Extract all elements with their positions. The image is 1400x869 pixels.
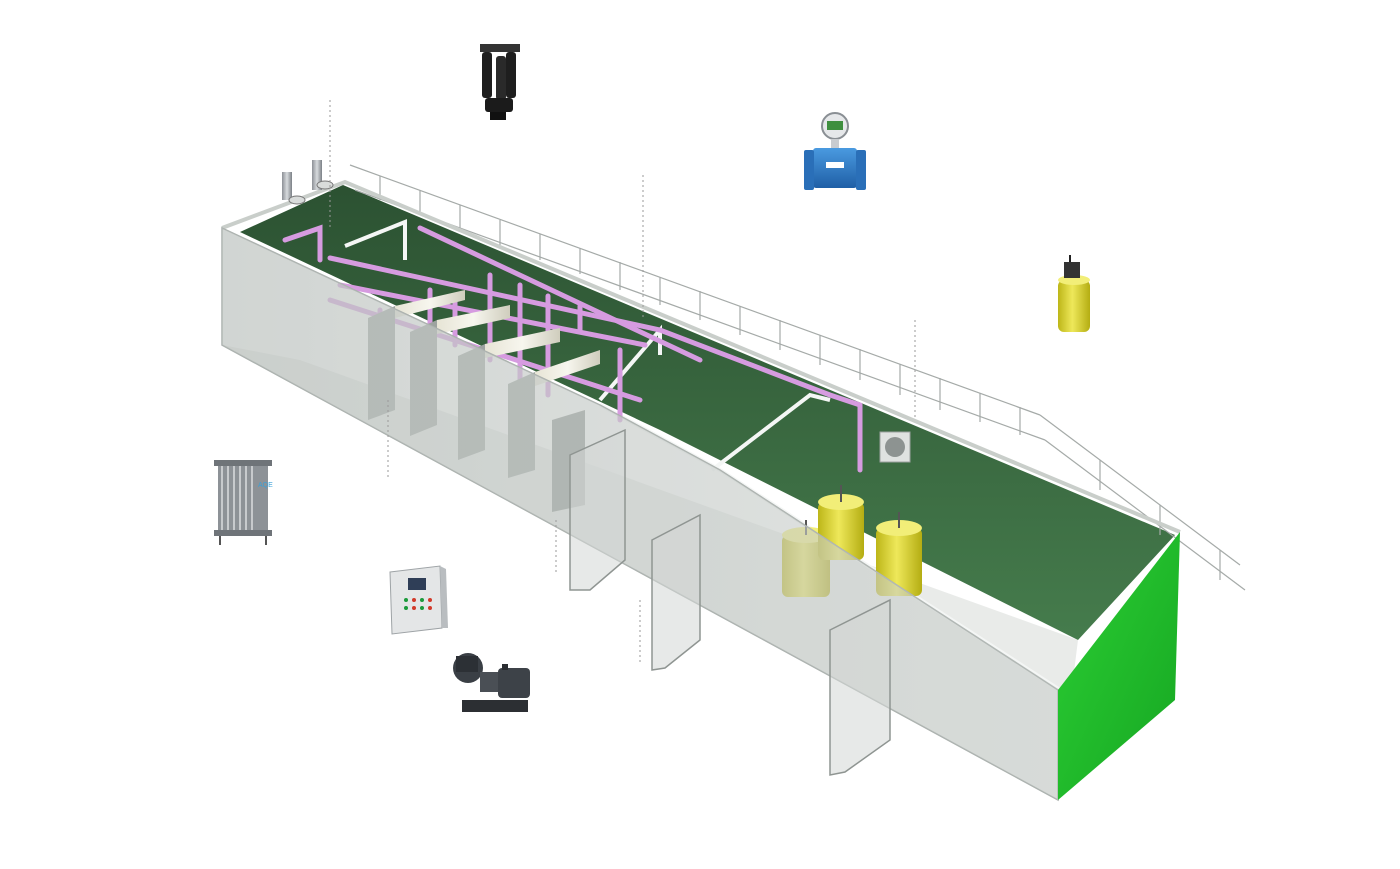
dosing-tank-icon (1058, 255, 1090, 332)
access-doors (569, 428, 891, 776)
door-2 (651, 513, 701, 671)
leader-lines (329, 100, 916, 665)
interior-back-wall (240, 185, 1175, 640)
blower-icon (480, 44, 520, 120)
top-rim (221, 179, 1181, 534)
control-cabinet-icon (389, 565, 448, 635)
door-1 (569, 428, 626, 591)
membrane-brand-label: AQE (258, 482, 273, 489)
membrane-module-icon: AQE (214, 460, 273, 545)
pump-icon (453, 653, 530, 712)
door-3 (829, 598, 891, 776)
container-tank (221, 160, 1246, 802)
flowmeter-icon (804, 112, 866, 190)
end-wall (1058, 532, 1180, 800)
walkway-handrail (349, 164, 1246, 591)
vent-caps (282, 160, 334, 205)
exhaust-fan (879, 431, 911, 463)
